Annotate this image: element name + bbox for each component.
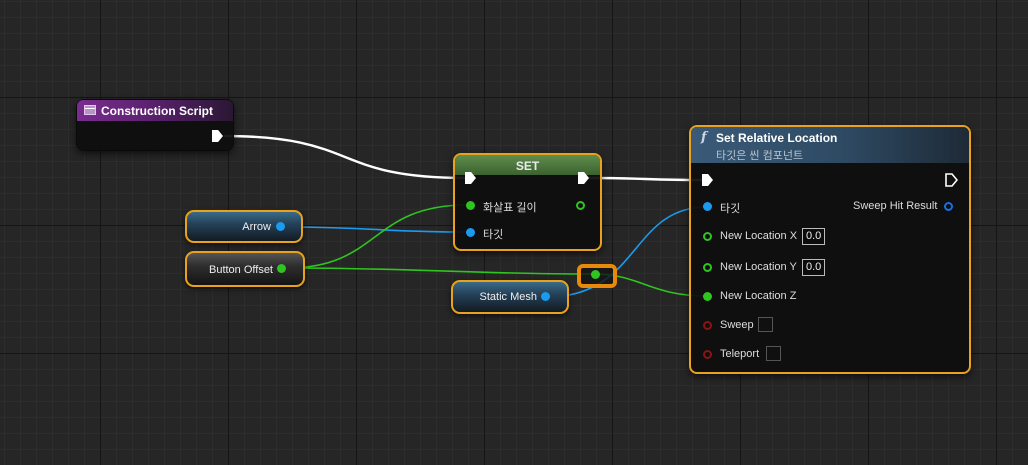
set-relative-location-exec-out-pin[interactable] — [945, 173, 958, 187]
arrow-variable-node[interactable]: Arrow — [185, 210, 303, 243]
arrow-output-pin[interactable] — [276, 222, 285, 231]
set-exec-in-pin[interactable] — [465, 172, 476, 184]
new-location-z-pin[interactable] — [703, 292, 712, 301]
wire-offset-to-reroute[interactable] — [286, 267, 595, 275]
new-location-z-label: New Location Z — [720, 290, 797, 302]
new-location-y-input[interactable]: 0.0 — [802, 259, 826, 276]
exec-wire-set-to-relative[interactable] — [587, 176, 703, 182]
construction-script-node[interactable]: Construction Script — [76, 99, 234, 151]
button-offset-variable-node[interactable]: Button Offset — [185, 251, 305, 287]
set-arrow-length-label: 화살표 길이 — [483, 202, 537, 214]
new-location-x-input[interactable]: 0.0 — [802, 228, 826, 245]
set-exec-out-pin[interactable] — [578, 172, 589, 184]
teleport-checkbox[interactable] — [766, 346, 781, 361]
set-relative-location-title: Set Relative Location — [716, 131, 838, 145]
reroute-pin[interactable] — [591, 270, 600, 279]
wire-mesh-to-relative-target[interactable] — [546, 206, 708, 298]
construction-script-title: Construction Script — [101, 104, 214, 118]
relative-target-pin[interactable] — [703, 202, 712, 211]
arrow-variable-label: Arrow — [242, 221, 271, 233]
sweep-hit-result-label: Sweep Hit Result — [853, 200, 938, 212]
wire-arrow-to-set-target[interactable] — [284, 226, 468, 233]
construction-script-exec-out-pin[interactable] — [212, 130, 223, 142]
sweep-pin[interactable] — [703, 321, 712, 330]
exec-wire-construction-to-set[interactable] — [223, 134, 467, 180]
wire-offset-to-arrow-length[interactable] — [286, 204, 468, 269]
sweep-hit-result-pin[interactable] — [944, 202, 953, 211]
relative-target-label: 타깃 — [720, 203, 741, 215]
set-arrow-length-pin[interactable] — [466, 201, 475, 210]
set-relative-location-node[interactable]: f Set Relative Location 타깃은 씬 컴포넌트 — [689, 125, 971, 374]
set-target-label: 타깃 — [483, 229, 504, 241]
set-target-pin[interactable] — [466, 228, 475, 237]
set-header[interactable]: SET — [455, 155, 600, 175]
set-relative-location-exec-in-pin[interactable] — [702, 174, 713, 186]
static-mesh-variable-node[interactable]: Static Mesh — [451, 280, 569, 314]
sweep-label: Sweep — [720, 319, 754, 331]
new-location-x-pin[interactable] — [703, 232, 712, 241]
teleport-pin[interactable] — [703, 350, 712, 359]
construction-script-icon — [84, 105, 96, 115]
set-relative-location-subtitle: 타깃은 씬 컴포넌트 — [716, 150, 804, 162]
new-location-x-label: New Location X — [720, 230, 798, 242]
set-relative-location-header[interactable]: f Set Relative Location 타깃은 씬 컴포넌트 — [691, 127, 969, 163]
construction-script-header[interactable]: Construction Script — [77, 100, 233, 121]
new-location-y-pin[interactable] — [703, 263, 712, 272]
set-output-pin[interactable] — [576, 201, 585, 210]
button-offset-output-pin[interactable] — [277, 264, 286, 273]
button-offset-variable-label: Button Offset — [208, 264, 273, 276]
teleport-label: Teleport — [720, 348, 760, 360]
static-mesh-output-pin[interactable] — [541, 292, 550, 301]
static-mesh-variable-label: Static Mesh — [479, 291, 537, 303]
new-location-y-label: New Location Y — [720, 261, 797, 273]
sweep-checkbox[interactable] — [758, 317, 773, 332]
set-title: SET — [515, 159, 540, 173]
function-icon: f — [701, 130, 707, 145]
